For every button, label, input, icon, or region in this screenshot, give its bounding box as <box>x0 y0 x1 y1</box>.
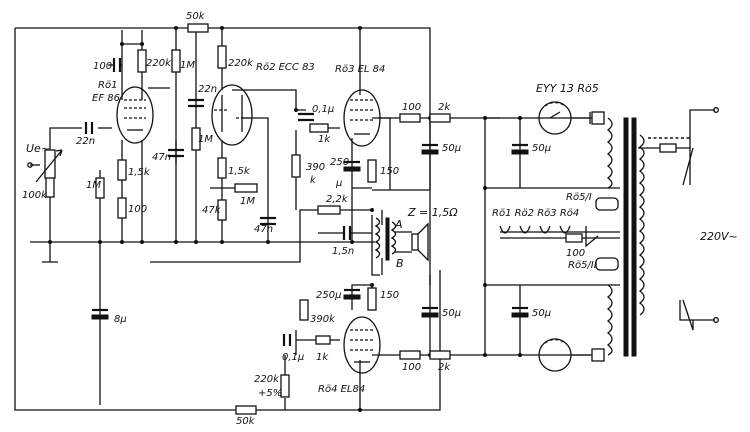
label-pot-100k: 100k <box>22 190 48 201</box>
wiring <box>14 27 719 411</box>
label-tap-a: A <box>394 218 403 231</box>
capacitors <box>84 58 529 346</box>
output-transformer <box>374 217 397 261</box>
label-tap-b: B <box>396 257 404 270</box>
tube-ro1 <box>116 86 154 144</box>
label-rectifier: EYY 13 Rö5 <box>536 82 599 95</box>
label-250-unit: µ <box>335 178 342 189</box>
tube-ro4 <box>343 316 381 374</box>
label-0-1u-a: 0,1µ <box>312 104 334 115</box>
label-1m-d: 1M <box>240 196 255 207</box>
rectifier-ro5-top <box>538 101 590 135</box>
label-tube2: Rö2 ECC 83 <box>256 62 315 73</box>
junctions <box>48 26 522 412</box>
label-22n-b: 22n <box>198 84 217 95</box>
label-50u-b: 50µ <box>532 143 551 154</box>
label-100-b: 100 <box>128 204 147 215</box>
label-220k-b: 220k <box>228 58 254 69</box>
tube-ro2 <box>211 84 253 146</box>
label-250u-b: 250µ <box>316 290 341 301</box>
label-390k-b: 390k <box>310 314 336 325</box>
label-heater-100: 100 <box>566 248 585 259</box>
label-220k-a: 220k <box>146 58 172 69</box>
volume-potentiometer <box>35 149 63 183</box>
label-1-5n: 1,5n <box>332 246 354 257</box>
resistors <box>45 23 583 415</box>
label-220k-5-tol: +5% <box>258 388 282 399</box>
label-1m-c: 1M <box>198 134 213 145</box>
label-250: 250 <box>330 157 349 168</box>
label-8u: 8µ <box>114 314 127 325</box>
label-100: 100 <box>93 61 112 72</box>
label-390-unit: k <box>310 175 317 186</box>
label-47n-b: 47n <box>254 224 273 235</box>
label-1k-b: 1k <box>316 352 329 363</box>
label-heaters: Rö1 Rö2 Rö3 Rö4 <box>492 208 579 219</box>
label-1m-b: 1M <box>86 180 101 191</box>
label-0-1u-b: 0,1µ <box>282 352 304 363</box>
label-50u-a: 50µ <box>442 143 461 154</box>
component-labels: 50k 100 220k 1M 220k Rö1 EF 86 Rö2 ECC 8… <box>22 11 738 427</box>
label-50k-top: 50k <box>186 11 206 22</box>
label-1-5k-a: 1,5k <box>128 167 151 178</box>
label-100-c: 100 <box>402 102 421 113</box>
speaker-icon <box>411 222 429 262</box>
label-47n-a: 47n <box>152 152 171 163</box>
label-tube4: Rö4 EL84 <box>318 384 365 395</box>
heater-string <box>499 225 599 248</box>
label-390: 390 <box>306 162 325 173</box>
label-ro5-bot: Rö5/II <box>568 260 597 271</box>
label-tube1-type: EF 86 <box>92 93 120 104</box>
label-1k-a: 1k <box>318 134 331 145</box>
label-47k: 47k <box>202 205 222 216</box>
label-mains: 220V~ <box>700 230 738 243</box>
label-100-d: 100 <box>402 362 421 373</box>
tube-ro3 <box>343 89 381 147</box>
label-150-b: 150 <box>380 290 399 301</box>
label-22n-a: 22n <box>76 136 95 147</box>
label-1m-a: 1M <box>180 60 195 71</box>
label-2k-a: 2k <box>438 102 451 113</box>
label-50u-c: 50µ <box>442 308 461 319</box>
label-input: Ue~ <box>26 142 50 155</box>
label-tube1-name: Rö1 <box>98 80 117 91</box>
label-1-5k-b: 1,5k <box>228 166 251 177</box>
label-50u-d: 50µ <box>532 308 551 319</box>
label-150-a: 150 <box>380 166 399 177</box>
label-ro5-top: Rö5/I <box>566 192 592 203</box>
label-220k-5: 220k <box>254 374 280 385</box>
label-speaker-z: Z = 1,5Ω <box>407 206 458 219</box>
label-2k-b: 2k <box>438 362 451 373</box>
label-2-2k: 2,2k <box>326 194 349 205</box>
power-transformer <box>589 111 690 362</box>
label-50k-bot: 50k <box>236 416 256 427</box>
label-tube3: Rö3 EL 84 <box>335 64 385 75</box>
rectifier-ro5-bottom <box>538 338 590 372</box>
